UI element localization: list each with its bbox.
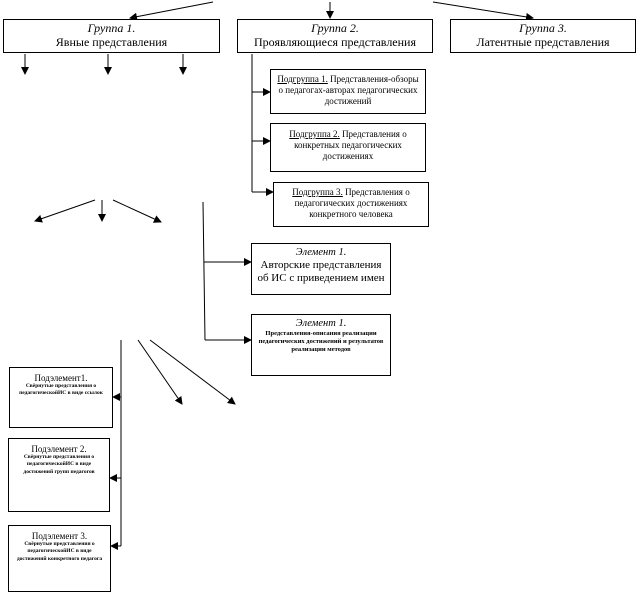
group-1-box: Группа 1. Явные представления [3, 19, 220, 53]
group-2-subtitle: Проявляющиеся представления [254, 34, 416, 49]
element-1-text: Авторские представления об ИС с приведен… [257, 259, 385, 284]
subgroup-2-label: Подгруппа 2. [289, 129, 340, 139]
subgroup-3-label: Подгруппа 3. [292, 187, 343, 197]
arrow-fan-5 [149, 339, 236, 405]
arrow-top-to-group1 [129, 1, 214, 21]
group-1-title: Группа 1. [87, 21, 136, 35]
subelement-3-text: Свёрнутые представления о педагогической… [16, 541, 103, 562]
group-2-title: Группа 2. [311, 21, 359, 35]
subelement-3-box: Подэлемент 3. Свёрнутые представления о … [8, 525, 111, 592]
arrow-fan-3 [112, 199, 162, 223]
group-2-box: Группа 2. Проявляющиеся представления [237, 19, 433, 53]
subgroup-2-box: Подгруппа 2. Представления о конкретных … [270, 123, 426, 172]
subelement-2-title: Подэлемент 2. [31, 444, 87, 454]
group-3-subtitle: Латентные представления [476, 34, 610, 49]
arrow-top-to-group3 [432, 1, 534, 21]
subelement-3-title: Подэлемент 3. [31, 531, 88, 541]
subgroup-1-text: Представления-обзоры о педагогах-авторах… [278, 74, 419, 106]
subelement-1-title: Подэлемент1. [34, 373, 88, 383]
group-3-box: Группа 3. Латентные представления [450, 19, 636, 53]
element-2-title: Элемент 1. [295, 318, 347, 329]
group-3-title: Группа 3. [519, 21, 567, 35]
subelement-1-text: Свёрнутые представления о педагогической… [19, 383, 103, 397]
bracket-elements [202, 201, 206, 341]
arrow-fan-4 [137, 339, 183, 405]
element-2-text: Представления-описания реализации педаго… [258, 330, 384, 354]
subelement-2-box: Подэлемент 2. Свёрнутые представления о … [8, 438, 110, 512]
arrow-fan-1 [34, 199, 96, 223]
subgroup-3-box: Подгруппа 3. Представления о педагогичес… [273, 182, 429, 227]
subgroup-1-label: Подгруппа 1. [277, 74, 328, 84]
subelement-1-box: Подэлемент1. Свёрнутые представления о п… [9, 367, 113, 428]
subgroup-2-text: Представления о конкретных педагогически… [294, 129, 407, 161]
element-2-box: Элемент 1. Представления-описания реализ… [251, 314, 391, 376]
group-1-subtitle: Явные представления [55, 34, 168, 49]
subelement-2-text: Свёрнутые представления о педагогической… [23, 454, 95, 475]
subgroup-3-text: Представления о педагогических достижени… [294, 187, 410, 219]
element-1-box: Элемент 1. Авторские представления об ИС… [251, 243, 391, 295]
element-1-title: Элемент 1. [295, 247, 347, 258]
subgroup-1-box: Подгруппа 1. Представления-обзоры о педа… [270, 69, 426, 114]
